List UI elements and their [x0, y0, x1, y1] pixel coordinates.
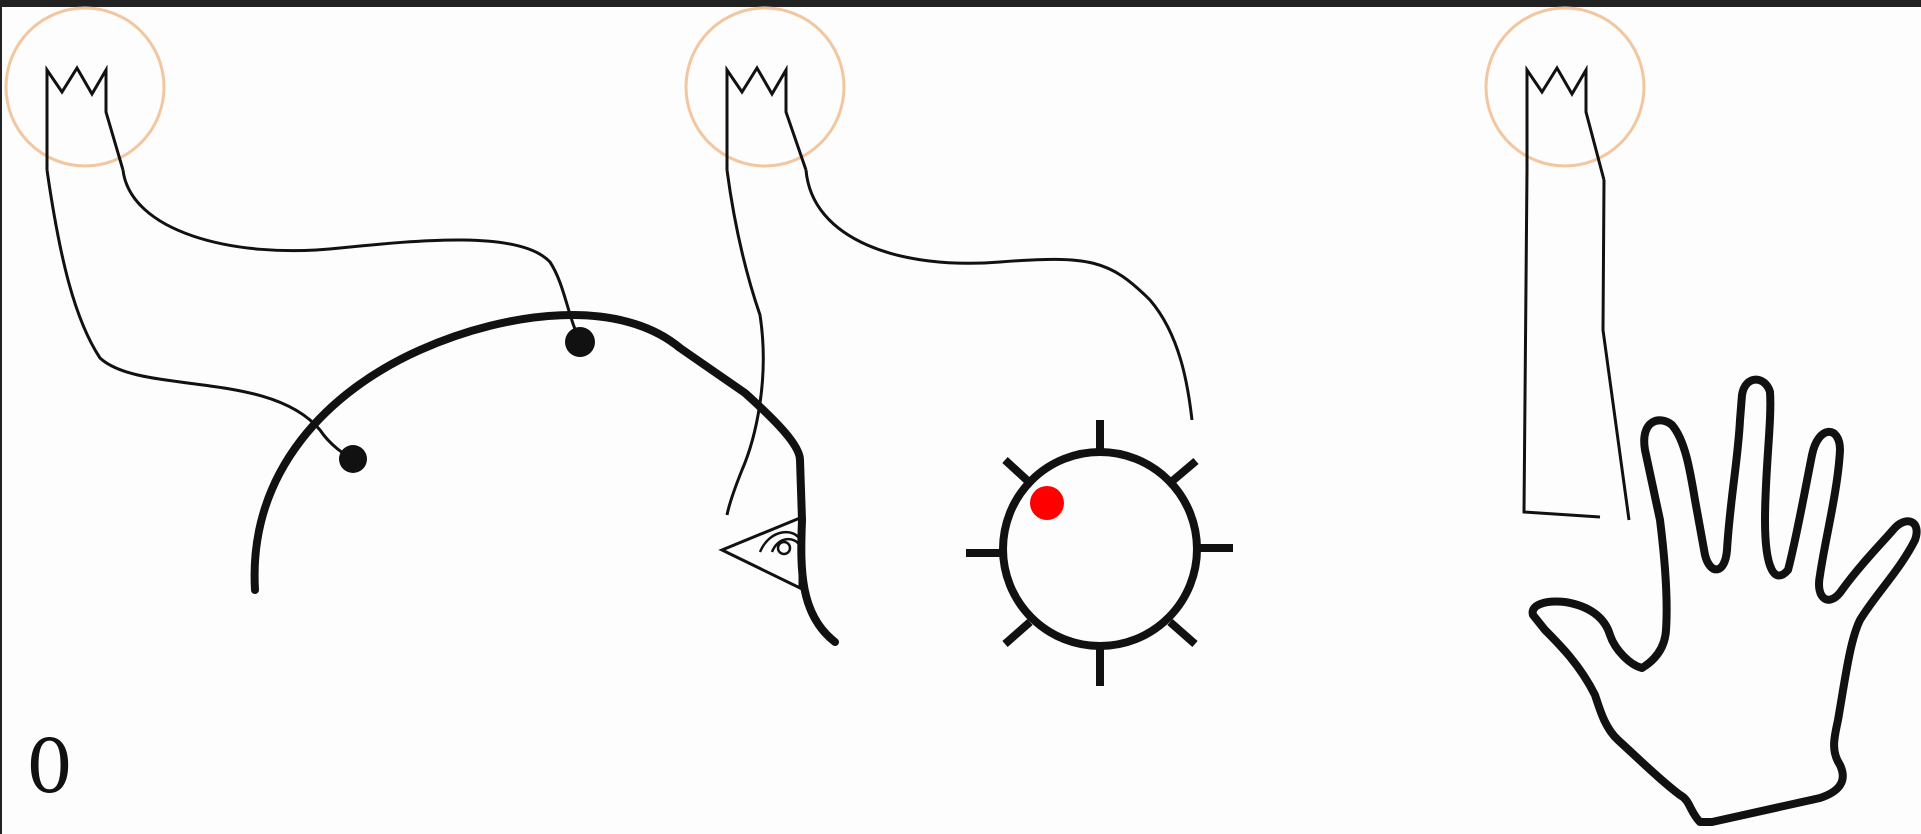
wire-3a: [1524, 170, 1600, 517]
light-panel: [686, 8, 1233, 686]
head-panel: [6, 8, 835, 642]
electrode-dot-1: [339, 445, 367, 473]
electrode-dot-2: [565, 327, 595, 357]
wire-1a: [47, 170, 352, 459]
comb-shape-icon: [727, 68, 806, 170]
highlight-ring-3: [1486, 8, 1644, 166]
frame-number-label: 0: [26, 730, 73, 804]
hand-panel: [1486, 8, 1917, 822]
comb-shape-icon: [47, 68, 123, 170]
hand-icon: [1533, 380, 1917, 822]
wire-2b: [806, 170, 1192, 420]
eye-icon: [722, 518, 800, 588]
red-marker-dot: [1030, 486, 1064, 520]
wire-1b: [123, 170, 580, 340]
wire-2a: [727, 170, 763, 515]
head-outline-icon: [255, 315, 835, 642]
comb-shape-icon: [1527, 68, 1604, 180]
sun-icon: [966, 420, 1233, 686]
highlight-ring-2: [686, 8, 844, 166]
wire-3b: [1603, 180, 1629, 520]
highlight-ring-1: [6, 8, 164, 166]
